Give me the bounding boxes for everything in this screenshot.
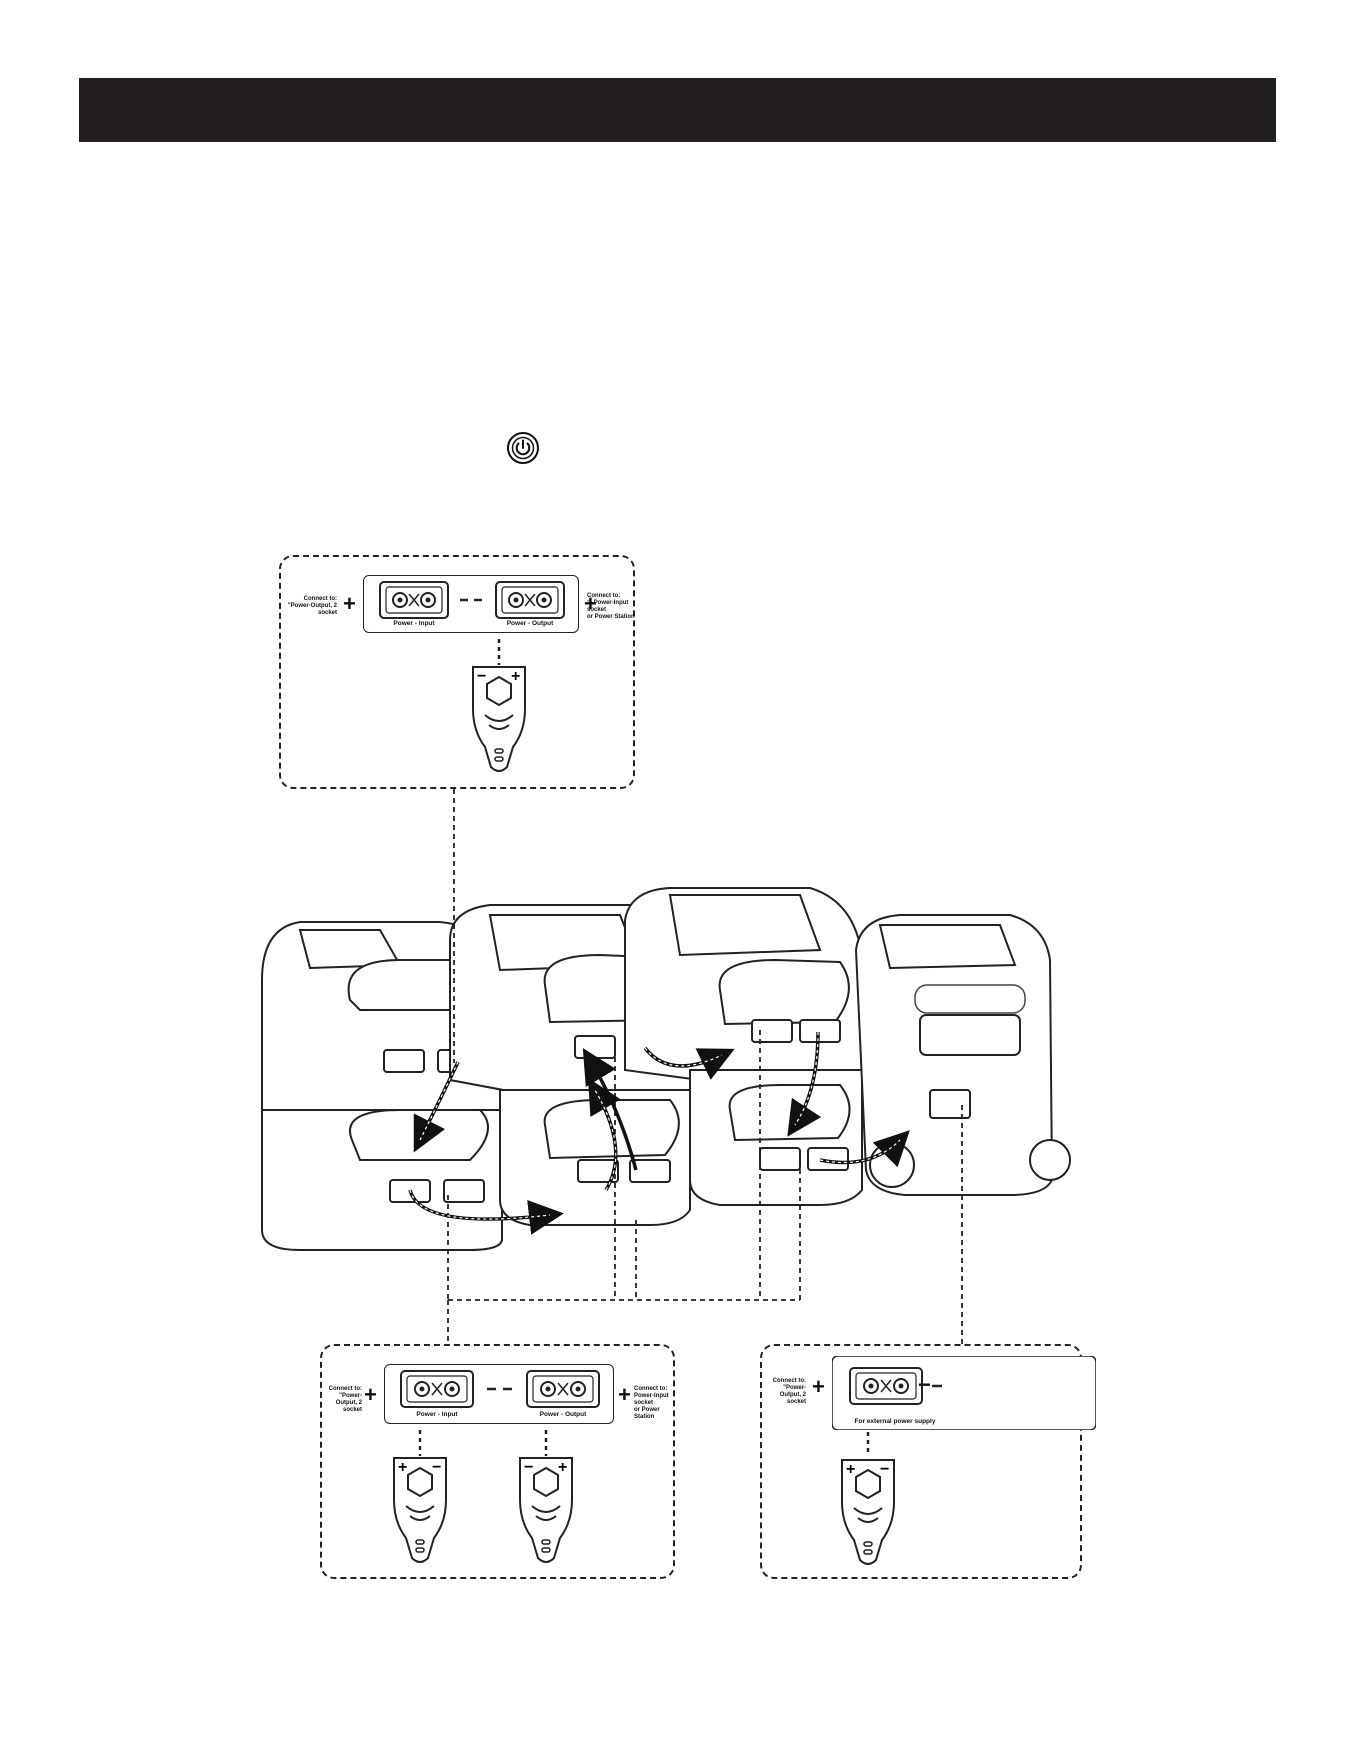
anderson-sockets — [379, 581, 565, 619]
plug-sign-left: + — [846, 1461, 855, 1478]
plug-connector: + − — [841, 1432, 895, 1565]
socket-panel: Power - Input Power - Output — [384, 1364, 614, 1424]
battery-unit-bottom-left — [261, 1109, 503, 1251]
plus-sign: + — [364, 1382, 377, 1407]
plug-sign-left: − — [524, 1459, 533, 1476]
power-output-label: Power - Output — [539, 1411, 587, 1418]
battery-unit-top-left — [261, 921, 503, 1111]
battery-unit-top-middle — [449, 904, 691, 1097]
external-supply-socket — [849, 1367, 942, 1405]
power-button-icon — [507, 432, 539, 464]
anderson-sockets — [400, 1370, 600, 1408]
minus-sign: − — [918, 1372, 931, 1397]
battery-unit-bottom-middle — [499, 1089, 691, 1226]
power-output-label: Power - Output — [506, 620, 554, 627]
power-station-grille — [914, 984, 1026, 1014]
leader-lines — [447, 789, 963, 1344]
power-input-label: Power - Input — [393, 620, 435, 627]
plug-connector: − + — [472, 639, 526, 772]
plus-sign: + — [584, 591, 597, 616]
plug-connector: + − — [393, 1430, 447, 1563]
plug-sign-right: + — [558, 1459, 567, 1476]
plug-sign-right: − — [432, 1459, 441, 1476]
socket-panel: Power - Input Power - Output — [363, 575, 579, 633]
plug-connector: − + — [519, 1430, 573, 1563]
cable-arrows — [408, 1031, 910, 1235]
plus-sign: + — [812, 1374, 825, 1399]
plug-sign-left: + — [398, 1459, 407, 1476]
external-power-supply-label: For external power supply — [854, 1418, 936, 1425]
plus-sign: + — [618, 1382, 631, 1407]
header-bar — [79, 78, 1276, 142]
plug-sign-right: − — [880, 1461, 889, 1478]
plug-sign-left: − — [477, 668, 486, 685]
battery-unit-top-right — [624, 887, 864, 1082]
battery-unit-bottom-right — [689, 1069, 863, 1206]
plug-sign-right: + — [511, 668, 520, 685]
power-input-label: Power - Input — [416, 1411, 458, 1418]
power-station — [854, 914, 1054, 1196]
plus-sign: + — [343, 591, 356, 616]
